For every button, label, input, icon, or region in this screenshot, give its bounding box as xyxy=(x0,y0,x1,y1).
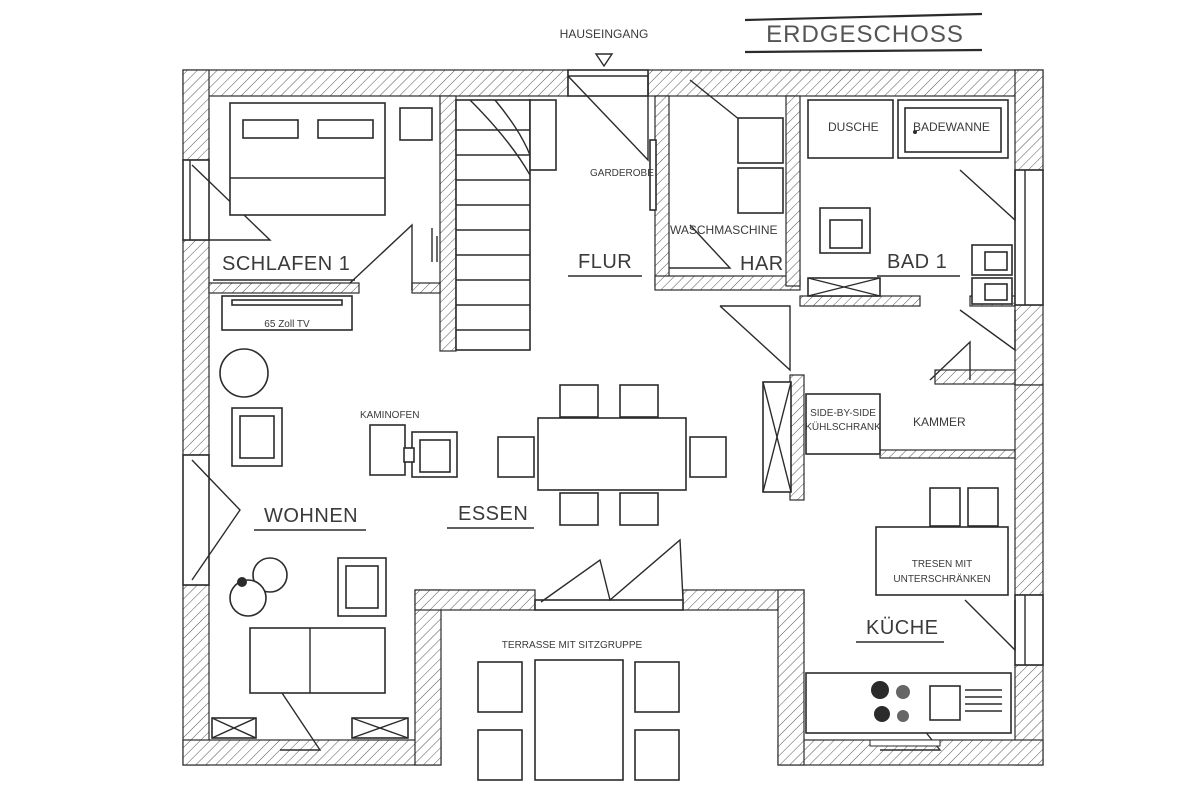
room-label-flur: FLUR xyxy=(578,251,632,273)
label-badewanne: BADEWANNE xyxy=(913,120,990,134)
exterior-walls xyxy=(182,69,1044,766)
room-label-essen: ESSEN xyxy=(458,503,528,525)
triangle-down-icon xyxy=(594,53,614,68)
plan-title: ERDGESCHOSS xyxy=(766,21,964,48)
label-tresen-line1: TRESEN MIT xyxy=(912,559,973,570)
label-kaminofen: KAMINOFEN xyxy=(360,410,419,421)
living-room-furniture xyxy=(211,348,458,739)
bedroom-furniture xyxy=(221,102,438,331)
room-label-har: HAR xyxy=(740,253,784,275)
kitchen-furniture xyxy=(805,487,1012,747)
door-swings xyxy=(191,75,1016,751)
bathroom-furniture xyxy=(807,99,1013,305)
title-underline-bottom xyxy=(744,48,983,54)
title-underline-top xyxy=(744,12,983,22)
label-tv: 65 Zoll TV xyxy=(264,319,310,330)
label-fridge-line2: KÜHLSCHRANK xyxy=(805,421,881,433)
label-dusche: DUSCHE xyxy=(828,120,879,134)
room-label-schlafen: SCHLAFEN 1 xyxy=(222,253,350,275)
label-terrasse: TERRASSE MIT SITZGRUPPE xyxy=(502,640,643,651)
room-label-wohnen: WOHNEN xyxy=(264,505,358,527)
terrace-furniture xyxy=(477,659,680,781)
room-label-bad: BAD 1 xyxy=(887,251,947,273)
interior-walls xyxy=(208,95,1016,501)
windows xyxy=(182,69,1044,666)
dining-furniture xyxy=(497,384,727,526)
room-label-kammer: KAMMER xyxy=(913,415,966,429)
entrance-label: HAUSEINGANG xyxy=(560,27,649,41)
utility-room-furniture xyxy=(649,117,784,214)
label-garderobe: GARDEROBE xyxy=(590,168,654,179)
pantry-furniture xyxy=(762,381,881,493)
label-tresen-line2: UNTERSCHRÄNKEN xyxy=(893,573,990,585)
staircase xyxy=(455,99,557,351)
label-waschmaschine: WASCHMASCHINE xyxy=(670,223,778,237)
label-fridge-line1: SIDE-BY-SIDE xyxy=(810,408,876,419)
room-label-kueche: KÜCHE xyxy=(866,617,939,639)
